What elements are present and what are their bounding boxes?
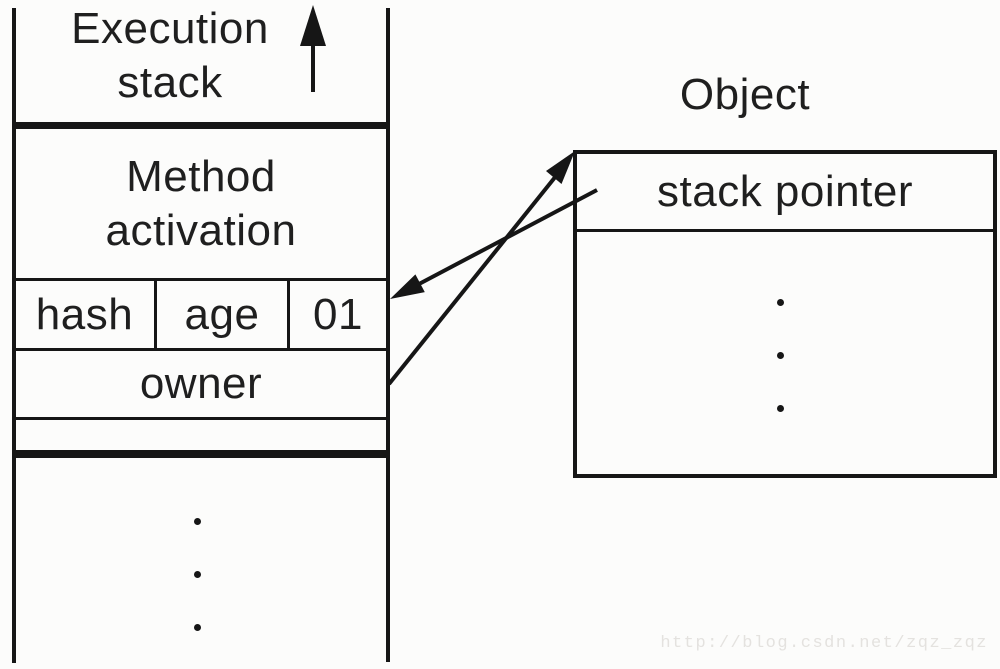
stack-left-wall	[12, 8, 16, 663]
ellipsis-dot	[777, 405, 784, 412]
stack-bottom-thick-divider	[12, 450, 390, 458]
ellipsis-dot	[777, 299, 784, 306]
execution-stack-title-line2: stack	[117, 58, 223, 107]
stack-continuation-ellipsis	[194, 518, 201, 631]
execution-stack-title: Execution stack	[40, 4, 300, 107]
age-lockbits-divider	[287, 278, 290, 351]
ellipsis-dot	[777, 352, 784, 359]
age-cell: age	[157, 281, 287, 348]
ellipsis-dot	[194, 624, 201, 631]
object-box	[573, 150, 997, 478]
lock-bits-value: 01	[313, 289, 363, 339]
watermark: http://blog.csdn.net/zqz_zqz	[660, 634, 988, 653]
object-body-ellipsis	[777, 299, 784, 412]
owner-cell: owner	[12, 351, 390, 417]
hash-label: hash	[35, 289, 134, 339]
lock-word-row-top-border	[12, 278, 390, 281]
lock-bits-cell: 01	[290, 281, 386, 348]
execution-stack-title-line1: Execution	[71, 4, 269, 54]
hash-age-divider	[154, 278, 157, 351]
owner-row-bottom-border	[12, 417, 390, 420]
stack-pointer-field: stack pointer	[577, 154, 993, 229]
stack-pointer-label: stack pointer	[657, 166, 913, 216]
stack-pointer-field-divider	[577, 229, 993, 232]
ellipsis-dot	[194, 518, 201, 525]
stack-pointer-to-stack-arrow	[390, 188, 598, 299]
stack-top-thick-divider	[12, 122, 390, 129]
owner-to-object-arrow	[387, 151, 575, 386]
lock-word-row-bottom-border	[12, 348, 390, 351]
object-title: Object	[573, 68, 917, 122]
ellipsis-dot	[194, 571, 201, 578]
method-activation-label-line2: activation	[105, 206, 297, 255]
hash-cell: hash	[15, 281, 154, 348]
owner-label: owner	[139, 359, 263, 409]
method-activation-frame: Method activation	[12, 131, 390, 277]
method-activation-label-line1: Method	[126, 152, 276, 202]
stack-right-wall	[386, 8, 390, 662]
age-label: age	[184, 289, 260, 339]
stack-growth-arrow	[300, 5, 326, 92]
object-title-text: Object	[679, 70, 811, 120]
